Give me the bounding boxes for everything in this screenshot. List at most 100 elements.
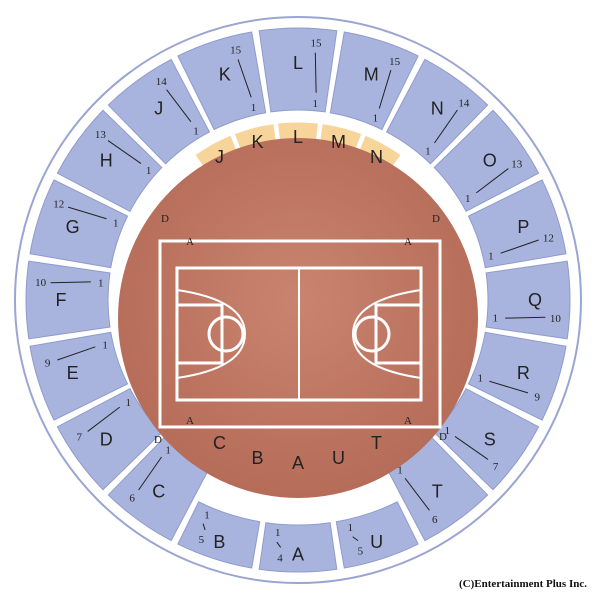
upper-section-P[interactable]	[467, 179, 567, 269]
upper-section-label: D	[100, 429, 113, 449]
upper-section-K[interactable]	[177, 31, 267, 131]
upper-section-R[interactable]	[467, 331, 567, 421]
lower-section-label: J	[215, 147, 224, 167]
court-outer-boundary	[158, 239, 442, 429]
upper-section-label: T	[432, 482, 443, 502]
upper-section-N[interactable]	[385, 58, 489, 165]
row-number-first: 1	[488, 250, 494, 262]
upper-section-Q[interactable]	[485, 260, 571, 340]
row-number-first: 1	[478, 372, 484, 384]
upper-section-label: G	[66, 217, 80, 237]
row-number-last: 12	[53, 198, 64, 210]
row-number-first: 1	[251, 102, 257, 114]
row-number-last: 9	[534, 392, 540, 404]
row-range-arrow	[276, 541, 282, 548]
row-number-last: 10	[35, 277, 47, 289]
row-number-first: 1	[425, 146, 431, 158]
upper-section-label: N	[431, 98, 444, 118]
basketball-court	[158, 239, 442, 429]
upper-section-label: C	[152, 482, 165, 502]
corner-row-d: D	[154, 434, 162, 446]
corner-row-d: D	[439, 431, 447, 443]
row-number-last: 5	[358, 545, 364, 557]
upper-section-M[interactable]	[329, 31, 419, 131]
row-range-arrow	[434, 109, 458, 144]
row-range-arrow	[352, 536, 359, 542]
upper-section-G[interactable]	[29, 179, 129, 269]
row-number-first: 1	[146, 165, 152, 177]
lower-section-label: C	[213, 433, 226, 453]
row-number-last: 6	[129, 493, 135, 505]
row-number-first: 1	[193, 125, 199, 137]
corner-row-a: A	[186, 415, 194, 427]
row-range-arrow	[138, 456, 162, 491]
row-number-first: 1	[98, 278, 104, 290]
row-range-arrow	[87, 406, 121, 432]
court-free-throw-circle-left	[207, 315, 245, 353]
corner-markers: A D A D A D A D	[154, 213, 447, 446]
row-number-last: 10	[550, 313, 562, 325]
row-range-arrow	[202, 523, 206, 531]
row-range-arrow	[67, 206, 107, 220]
row-number-last: 6	[432, 514, 438, 526]
row-number-last: 14	[458, 97, 470, 109]
row-number-first: 1	[313, 98, 319, 110]
row-number-first: 1	[397, 465, 403, 477]
row-number-last: 7	[76, 432, 82, 444]
upper-section-F[interactable]	[25, 260, 111, 340]
row-number-first: 1	[348, 522, 354, 534]
row-number-first: 1	[165, 444, 171, 456]
row-range-arrow	[107, 140, 142, 164]
lower-section-label: A	[292, 453, 304, 473]
row-number-last: 15	[310, 38, 322, 50]
court-key-left	[177, 303, 224, 365]
row-number-last: 13	[95, 129, 107, 141]
upper-section-O[interactable]	[433, 109, 540, 213]
corner-row-a: A	[186, 236, 194, 248]
corner-row-a: A	[404, 415, 412, 427]
corner-row-d: D	[161, 213, 169, 225]
row-number-first: 1	[445, 425, 451, 437]
lower-section-label: N	[370, 147, 383, 167]
corner-row-a: A	[404, 236, 412, 248]
upper-section-L[interactable]	[258, 27, 338, 113]
row-range-arrow	[166, 89, 192, 123]
upper-section-label: Q	[528, 290, 542, 310]
row-range-arrow	[378, 69, 392, 109]
lower-section-label: U	[332, 448, 345, 468]
row-range-arrow	[237, 59, 252, 98]
upper-section-label: P	[517, 217, 529, 237]
upper-section-label: K	[219, 65, 231, 85]
row-range-arrow	[505, 316, 546, 319]
row-range-arrow	[454, 436, 489, 460]
upper-section-H[interactable]	[56, 109, 163, 213]
row-number-last: 7	[493, 461, 499, 473]
row-number-first: 1	[204, 509, 210, 521]
upper-section-J[interactable]	[107, 58, 211, 165]
court-three-point-right	[351, 289, 422, 379]
upper-section-A[interactable]	[258, 522, 338, 573]
upper-section-E[interactable]	[29, 331, 129, 421]
upper-section-label: F	[56, 290, 67, 310]
upper-section-label: S	[484, 429, 496, 449]
court-free-throw-circle-right	[353, 315, 391, 353]
upper-section-label: L	[293, 53, 303, 73]
row-range-arrow	[500, 239, 539, 254]
upper-section-label: U	[370, 532, 383, 552]
row-number-last: 4	[277, 552, 283, 564]
upper-tier	[25, 27, 571, 573]
upper-section-B[interactable]	[177, 501, 261, 569]
corner-row-d: D	[432, 213, 440, 225]
upper-section-S[interactable]	[433, 387, 540, 491]
row-number-first: 1	[465, 193, 471, 205]
upper-section-U[interactable]	[335, 501, 419, 569]
row-number-first: 1	[275, 527, 281, 539]
row-number-first: 1	[492, 312, 498, 324]
upper-section-label: M	[364, 65, 379, 85]
upper-section-label: A	[292, 545, 304, 565]
upper-section-label: J	[154, 98, 163, 118]
row-range-arrow	[50, 281, 91, 284]
row-number-last: 15	[389, 56, 401, 68]
